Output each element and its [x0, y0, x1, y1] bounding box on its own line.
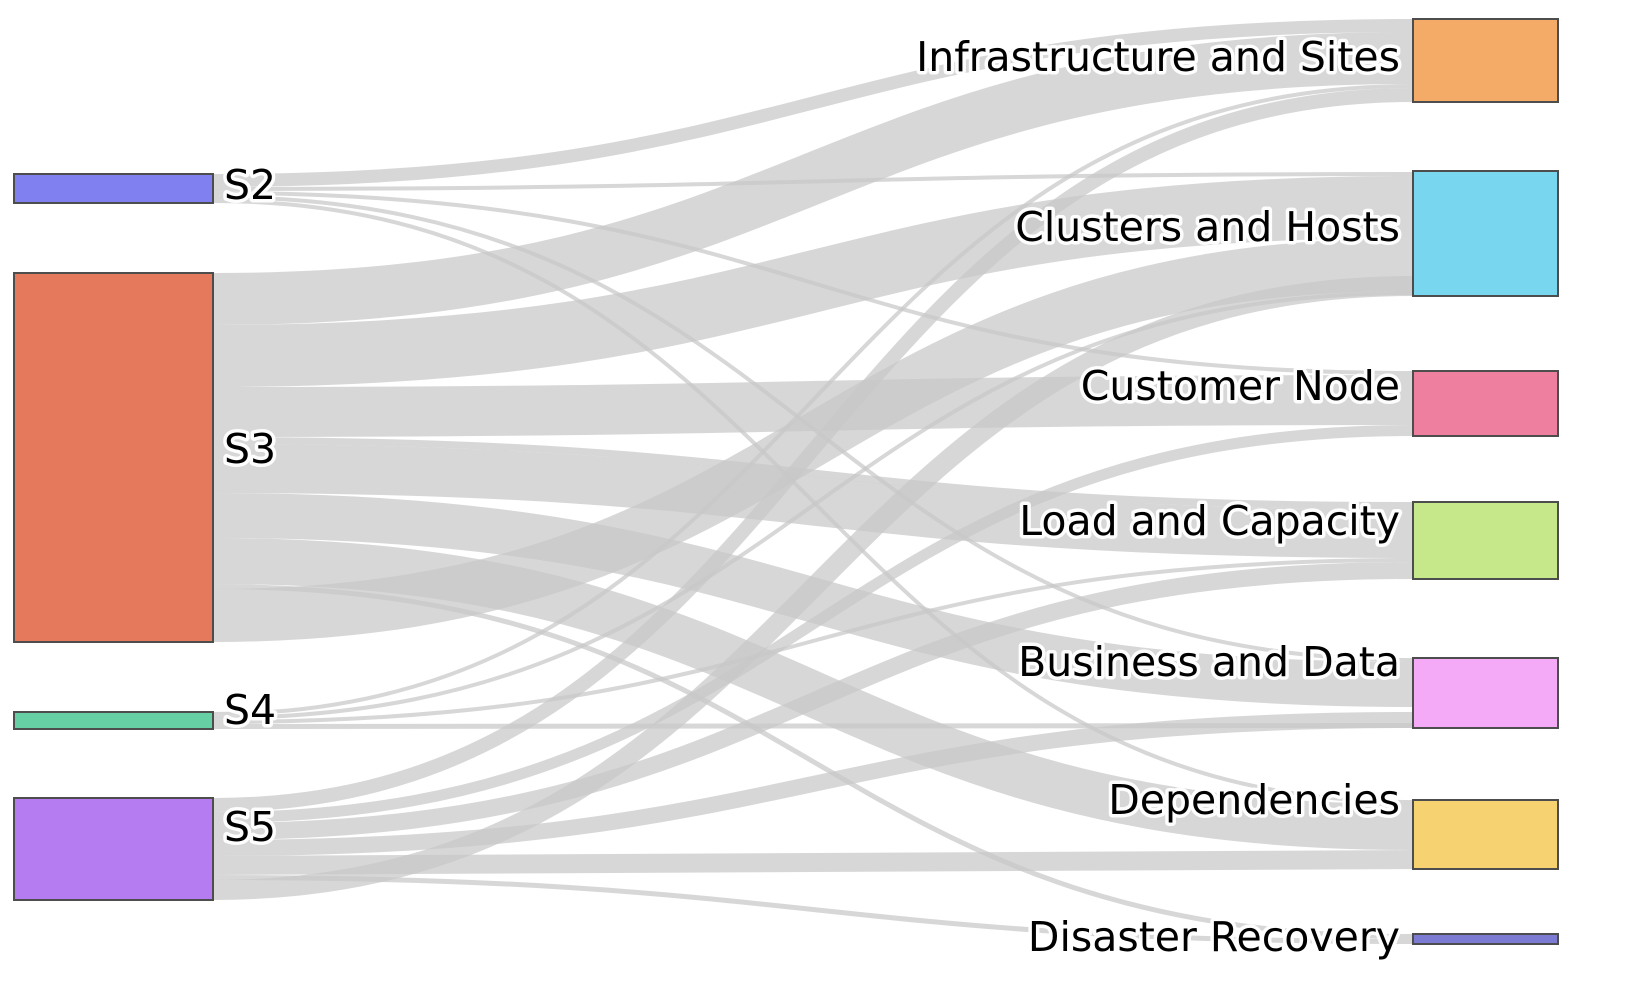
sankey-link[interactable] — [212, 437, 1414, 509]
sankey-node-customer_node[interactable] — [1412, 370, 1559, 437]
sankey-link[interactable] — [212, 84, 1414, 716]
sankey-link[interactable] — [212, 19, 1414, 187]
sankey-link[interactable] — [212, 444, 1414, 558]
sankey-node-dependencies[interactable] — [1412, 799, 1559, 870]
sankey-node-label-S3: S3 — [224, 425, 276, 473]
sankey-link[interactable] — [212, 176, 1414, 387]
sankey-node-label-load_and_capacity: Load and Capacity — [1019, 497, 1400, 545]
sankey-link[interactable] — [212, 712, 1414, 856]
sankey-node-infrastructure_and_sites[interactable] — [1412, 18, 1559, 103]
sankey-node-label-S5: S5 — [224, 803, 276, 851]
sankey-node-label-business_and_data: Business and Data — [1018, 638, 1400, 686]
sankey-link[interactable] — [212, 88, 1414, 812]
sankey-nodes-layer — [13, 18, 1559, 945]
sankey-node-label-infrastructure_and_sites: Infrastructure and Sites — [916, 33, 1400, 81]
sankey-node-label-S4: S4 — [224, 686, 276, 734]
sankey-node-label-customer_node: Customer Node — [1081, 362, 1400, 410]
sankey-node-label-dependencies: Dependencies — [1108, 776, 1400, 824]
sankey-link[interactable] — [212, 850, 1414, 875]
sankey-link[interactable] — [212, 425, 1414, 823]
sankey-node-load_and_capacity[interactable] — [1412, 501, 1559, 580]
sankey-node-label-disaster_recovery: Disaster Recovery — [1028, 913, 1400, 961]
sankey-link[interactable] — [212, 875, 1414, 944]
sankey-node-S4[interactable] — [13, 711, 214, 730]
sankey-link[interactable] — [212, 32, 1414, 325]
sankey-node-S5[interactable] — [13, 797, 214, 901]
sankey-node-clusters_and_hosts[interactable] — [1412, 170, 1559, 297]
sankey-node-S2[interactable] — [13, 173, 214, 204]
sankey-link[interactable] — [212, 375, 1414, 437]
sankey-node-business_and_data[interactable] — [1412, 657, 1559, 729]
sankey-node-disaster_recovery[interactable] — [1412, 933, 1559, 945]
sankey-links-layer — [212, 19, 1414, 944]
sankey-node-label-S2: S2 — [224, 161, 276, 209]
sankey-link[interactable] — [212, 562, 1414, 840]
sankey-link[interactable] — [212, 558, 1414, 724]
sankey-link[interactable] — [212, 276, 1414, 900]
sankey-node-S3[interactable] — [13, 272, 214, 643]
sankey-node-label-clusters_and_hosts: Clusters and Hosts — [1015, 203, 1400, 251]
